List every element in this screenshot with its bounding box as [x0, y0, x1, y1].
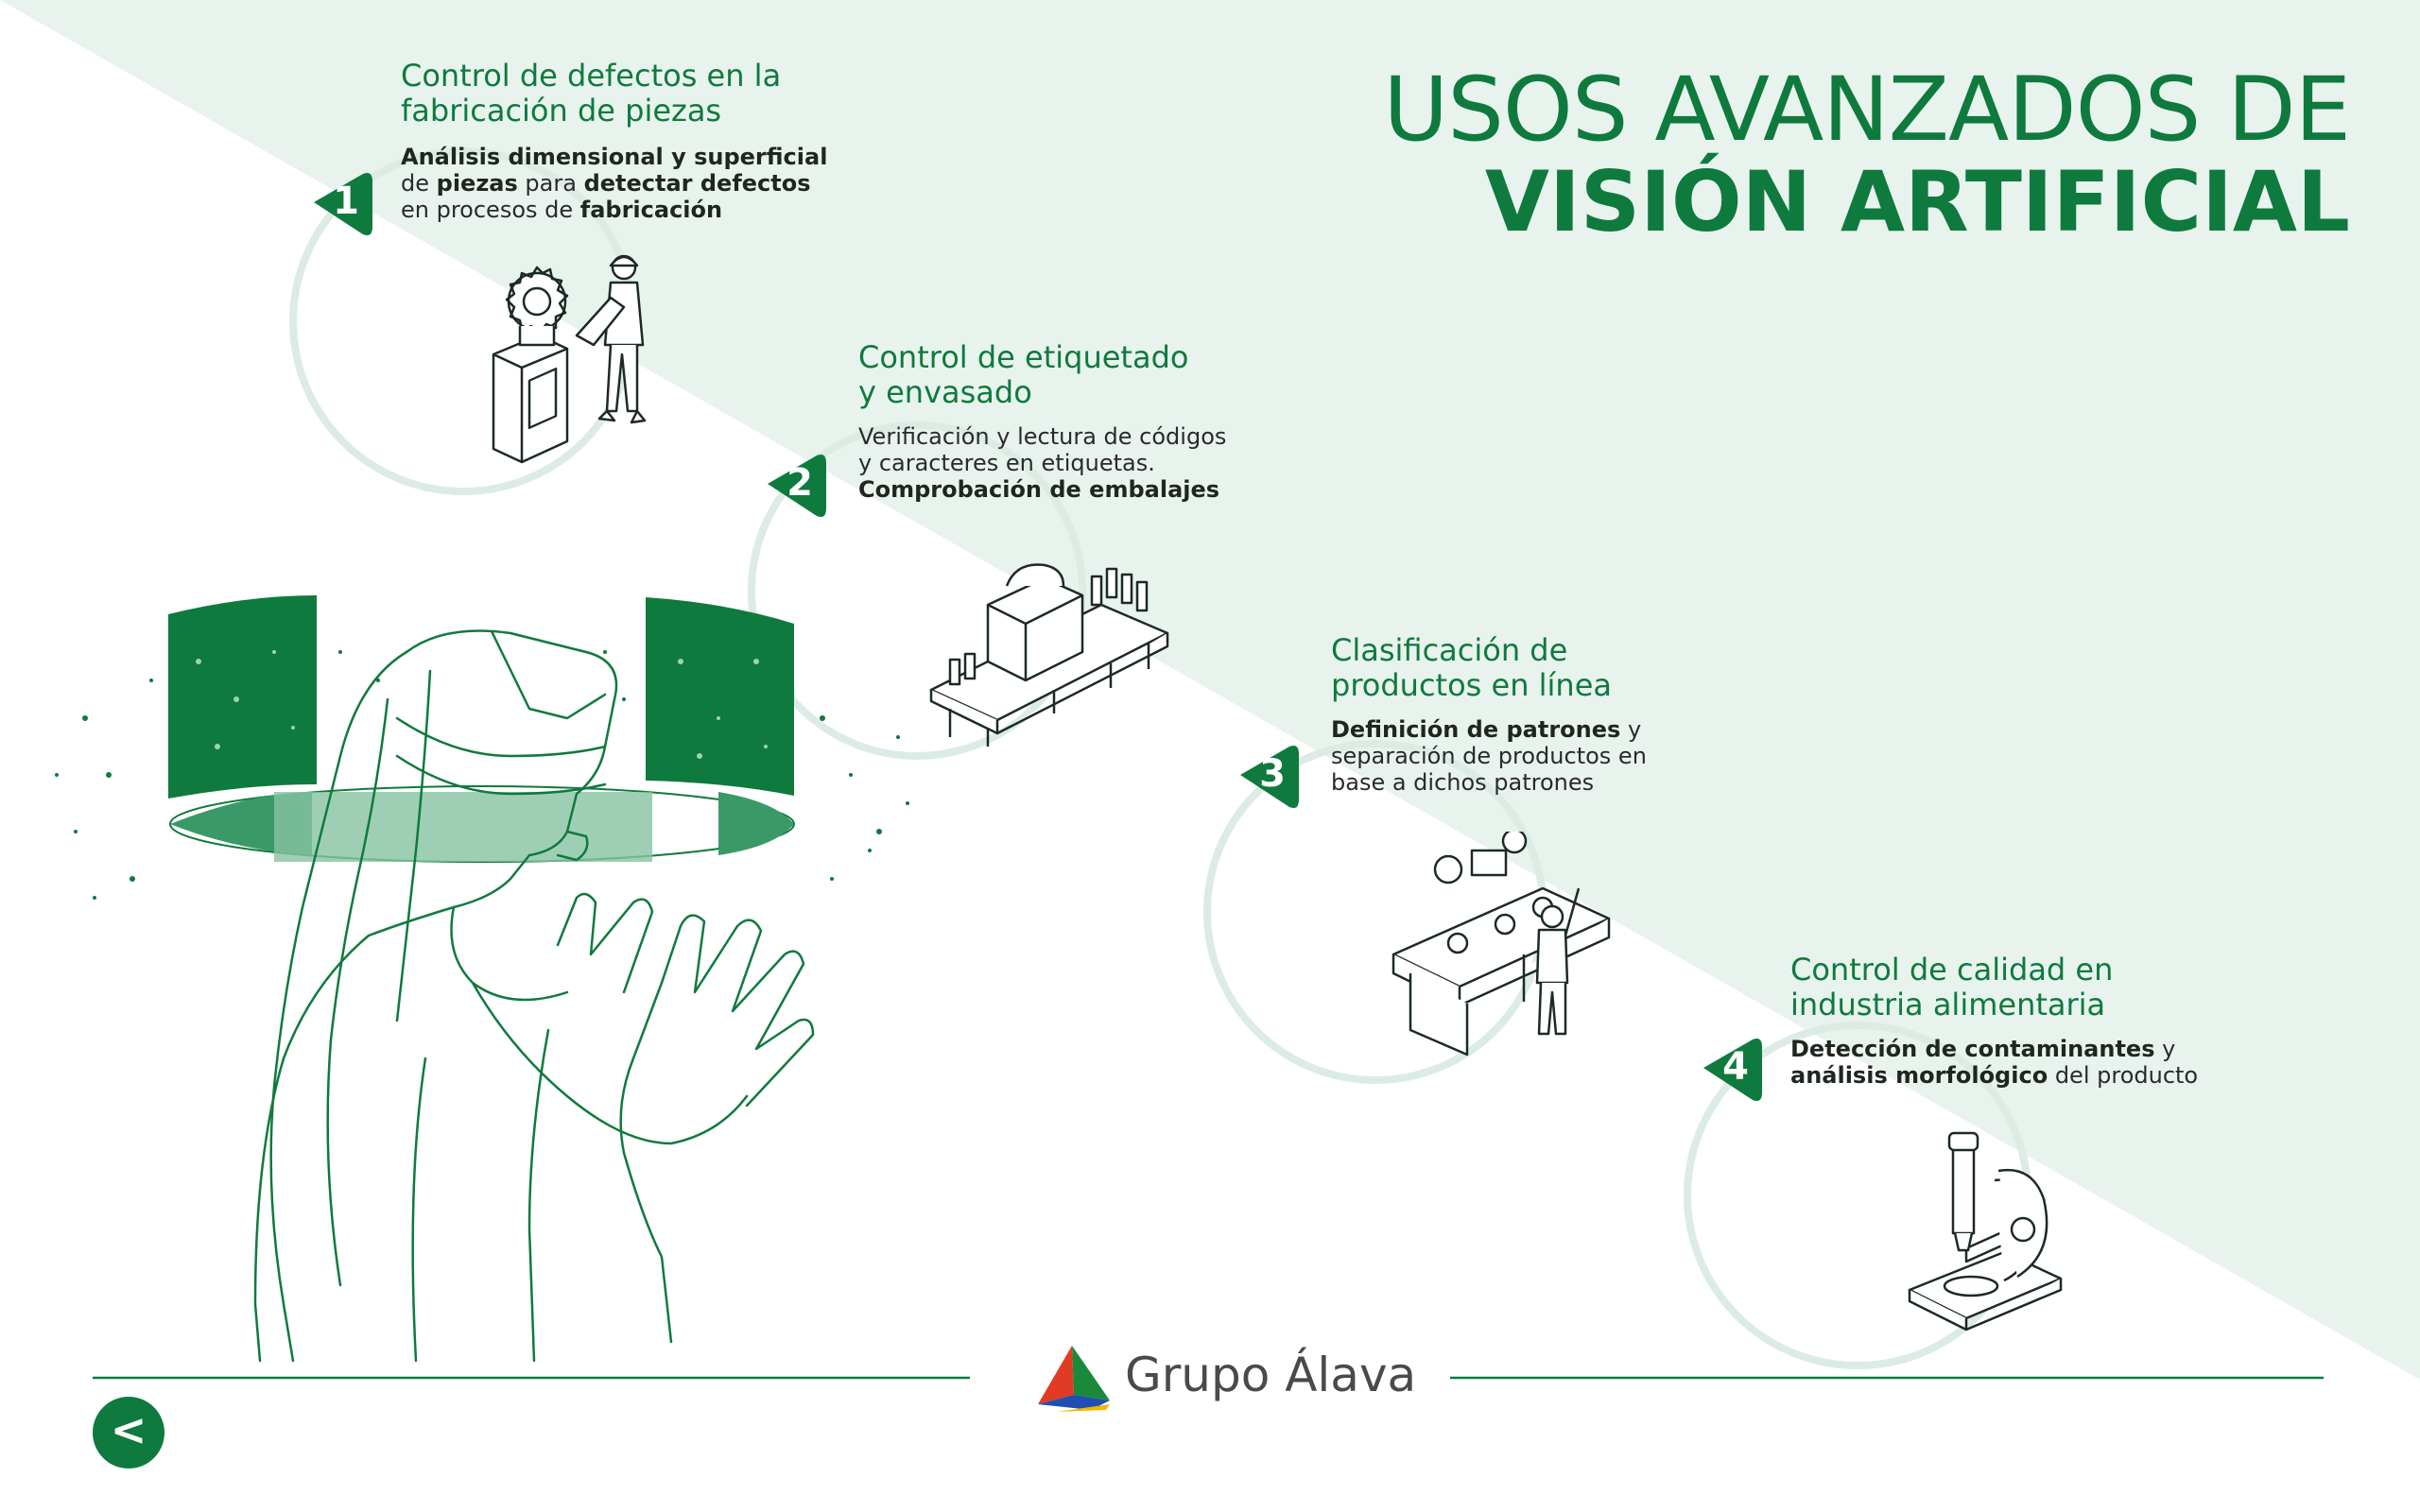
step-desc-line: de piezas para detectar defectos [401, 170, 827, 197]
desc-text: base a dichos patrones [1331, 769, 1595, 796]
page-title-line1: USOS AVANZADOS DE [1383, 59, 2351, 162]
step-desc-line: Definición de patrones y [1331, 716, 1647, 743]
step-title-line: y envasado [858, 374, 1032, 410]
step-desc-line: separación de productos en [1331, 743, 1647, 769]
desc-bold-text: fabricación [579, 197, 723, 223]
hero-illustration [55, 595, 909, 1363]
step-desc-line: en procesos de fabricación [401, 197, 827, 223]
desc-text: de [401, 170, 437, 197]
brand-logo-icon [1038, 1346, 1110, 1412]
back-button[interactable]: < [93, 1397, 164, 1469]
step-title-3: Clasificación de productos en línea [1331, 633, 1612, 703]
step-title-1: Control de defectos en la fabricación de… [401, 59, 781, 129]
desc-bold-text: Detección de contaminantes [1790, 1036, 2155, 1062]
step-desc-line: Verificación y lectura de códigos [858, 423, 1226, 450]
step-badge-4: 4 [1698, 1036, 1764, 1104]
desc-bold-text: detectar defectos [583, 170, 811, 197]
conveyor-sorting-icon [1392, 832, 1611, 1057]
step-desc-line: Comprobación de embalajes [858, 476, 1226, 503]
step-number: 2 [786, 461, 813, 505]
desc-text: separación de productos en [1331, 743, 1647, 769]
desc-bold-text: Análisis dimensional y superficial [401, 144, 828, 170]
step-title-line: Control de calidad en [1790, 952, 2114, 988]
step-desc-line: y caracteres en etiquetas. [858, 450, 1226, 476]
desc-text: para [517, 170, 584, 197]
brand-name: Grupo Álava [1125, 1348, 1417, 1402]
step-title-line: Clasificación de [1331, 632, 1568, 668]
step-number: 4 [1722, 1045, 1749, 1089]
step-badge-3: 3 [1235, 743, 1301, 811]
step-number: 1 [333, 180, 359, 223]
bottling-line-icon [929, 563, 1169, 747]
desc-text: del producto [2048, 1062, 2199, 1089]
step-title-line: Control de etiquetado [858, 339, 1189, 375]
desc-text: y [1620, 716, 1642, 743]
back-chevron-icon: < [110, 1404, 147, 1455]
page-title-line2: VISIÓN ARTIFICIAL [1484, 153, 2350, 250]
step-title-line: productos en línea [1331, 667, 1612, 703]
microscope-icon [1908, 1131, 2063, 1332]
step-title-line: industria alimentaria [1790, 987, 2106, 1022]
desc-text: en procesos de [401, 197, 580, 223]
desc-bold-text: Comprobación de embalajes [858, 476, 1220, 503]
desc-bold-text: piezas [436, 170, 518, 197]
step-title-line: Control de defectos en la [401, 58, 782, 94]
desc-bold-text: Definición de patrones [1331, 716, 1621, 743]
step-number: 3 [1259, 752, 1286, 796]
step-badge-2: 2 [762, 452, 828, 520]
desc-text: Verificación y lectura de códigos [858, 423, 1227, 450]
desc-text: y [2154, 1036, 2176, 1062]
step-desc-line: análisis morfológico del producto [1790, 1062, 2198, 1089]
gear-machine-worker-icon [492, 254, 647, 464]
step-desc-line: Análisis dimensional y superficial [401, 144, 827, 170]
step-badge-1: 1 [308, 170, 374, 238]
step-title-4: Control de calidad en industria alimenta… [1790, 953, 2113, 1022]
step-title-line: fabricación de piezas [401, 93, 722, 129]
step-title-2: Control de etiquetado y envasado [858, 340, 1188, 410]
step-desc-line: Detección de contaminantes y [1790, 1036, 2198, 1062]
desc-text: y caracteres en etiquetas. [858, 450, 1155, 476]
step-desc-line: base a dichos patrones [1331, 769, 1647, 796]
desc-bold-text: análisis morfológico [1790, 1062, 2048, 1089]
